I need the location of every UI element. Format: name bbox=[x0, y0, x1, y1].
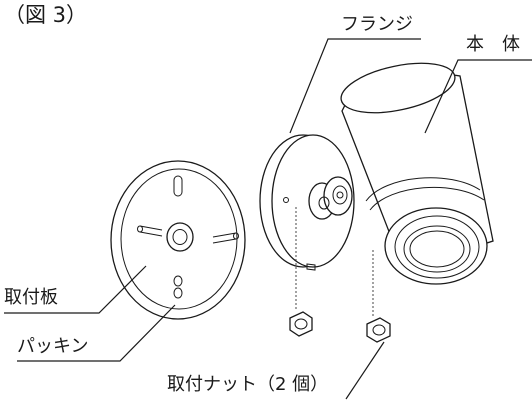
leader-flange bbox=[289, 38, 421, 134]
mounting-nut-left bbox=[289, 207, 313, 337]
figure-caption: （図 3） bbox=[4, 3, 87, 27]
label-packing: パッキン bbox=[17, 336, 88, 357]
label-mounting-nut: 取付ナット（2 個） bbox=[167, 374, 328, 395]
mounting-nut-right bbox=[366, 250, 391, 343]
leader-packing bbox=[17, 304, 176, 362]
mounting-plate bbox=[110, 160, 246, 320]
label-body: 本 体 bbox=[466, 34, 520, 55]
leader-body bbox=[424, 59, 532, 134]
label-flange: フランジ bbox=[341, 14, 413, 35]
joint bbox=[308, 176, 353, 220]
label-mounting-plate: 取付板 bbox=[4, 287, 58, 308]
leader-mounting-nut bbox=[345, 341, 385, 400]
body bbox=[340, 62, 494, 285]
leader-mounting-plate bbox=[4, 265, 147, 314]
